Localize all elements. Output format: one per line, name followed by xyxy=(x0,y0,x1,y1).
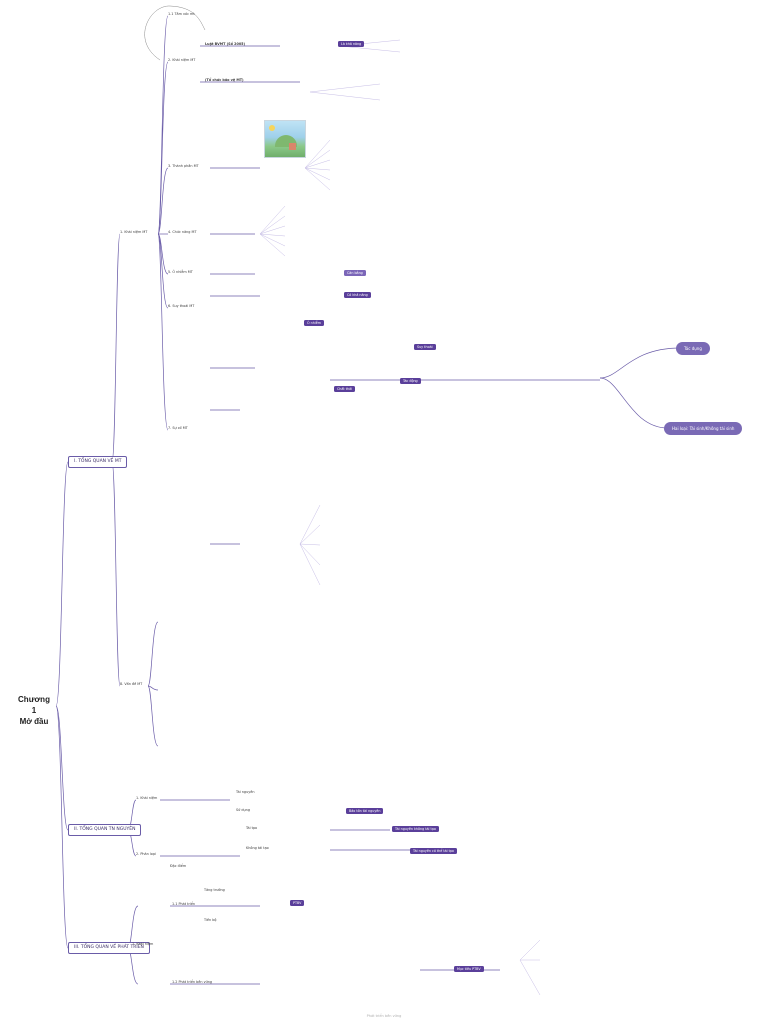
node-o-nhiem[interactable]: 5. Ô nhiễm MT xyxy=(168,270,193,274)
pill-chat-thai[interactable]: Chất thải xyxy=(334,386,356,393)
pill-tac-dong[interactable]: Tác động xyxy=(400,378,421,385)
node-tn-dac-diem[interactable]: Đặc điểm xyxy=(170,864,187,868)
node-tn-khai-niem[interactable]: 1. Khái niệm xyxy=(136,796,158,800)
node-tn-tai-nguyen[interactable]: Tài nguyên xyxy=(236,790,255,794)
pill-co-kha-nang[interactable]: Có khả năng xyxy=(344,292,371,299)
root-topic[interactable]: Chương 1 Mở đầu xyxy=(18,695,50,726)
node-suy-thoai[interactable]: 6. Suy thoái MT xyxy=(168,304,195,308)
node-van-de[interactable]: 8. Vấn đề MT xyxy=(120,682,143,686)
node-pt-tang-truong[interactable]: Tăng trưởng xyxy=(204,888,225,892)
node-pt-ben-vung[interactable]: 1.2 Phát triển bền vững xyxy=(172,980,213,984)
footer-note: Phát triển bền vững xyxy=(366,1014,402,1018)
branch-tong-quan-mt[interactable]: I. TỔNG QUAN VỀ MT xyxy=(68,456,128,468)
pill-o-nhiem[interactable]: Ô nhiễm xyxy=(304,320,324,327)
pill-ptbv[interactable]: PTBV xyxy=(290,900,305,907)
pill-muc-tieu-ptbv[interactable]: Mục tiêu PTBV xyxy=(454,966,484,973)
node-su-co[interactable]: 7. Sự cố MT xyxy=(168,426,188,430)
branch-tong-quan-phat-trien[interactable]: III. TỔNG QUAN VỀ PHÁT TRIỂN xyxy=(68,942,150,954)
node-tn-phan-loai[interactable]: 2. Phân loại xyxy=(136,852,156,856)
node-pt-tien-bo[interactable]: Tiến bộ xyxy=(204,918,217,922)
pill-can-bang[interactable]: Cân bằng xyxy=(344,270,366,277)
node-khai-niem-mt[interactable]: 1. Khái niệm MT xyxy=(120,230,148,234)
environment-illustration xyxy=(264,120,306,158)
pill-tn-co-the-tai-tao[interactable]: Tài nguyên có thể tái tạo xyxy=(410,848,457,855)
node-pt-khai-niem[interactable]: 1. Khái niệm xyxy=(132,942,154,946)
node-khai-niem[interactable]: 2. Khái niệm MT xyxy=(168,58,196,62)
house-shape xyxy=(289,143,296,150)
bubble-tac-dung[interactable]: Tác dụng xyxy=(676,342,710,355)
node-thanh-phan[interactable]: 3. Thành phần MT xyxy=(168,164,199,168)
pill-tn-khong-tai-tao[interactable]: Tài nguyên không tái tạo xyxy=(392,826,439,833)
pill-bao-ton[interactable]: Bảo tồn tài nguyên xyxy=(346,808,384,815)
node-tn-khong-tai-tao[interactable]: Không tái tạo xyxy=(246,846,269,850)
node-luat-bvmt[interactable]: Luật BVMT (Số 2005) xyxy=(205,42,246,46)
pill-kha-nang[interactable]: Là khả năng xyxy=(338,41,365,48)
pill-suy-thoai[interactable]: Suy thoái xyxy=(414,344,436,351)
node-tn-su-dung[interactable]: Sử dụng xyxy=(236,808,250,812)
bubble-hai-loai[interactable]: Hai loại: Tái sinh/Không tái sinh xyxy=(664,422,743,435)
node-tam-voc[interactable]: 1.1 Tầm vóc mt xyxy=(168,12,195,16)
node-pt-phat-trien[interactable]: 1.1 Phát triển xyxy=(172,902,196,906)
node-chuc-nang[interactable]: 4. Chức năng MT xyxy=(168,230,197,234)
branch-tong-quan-tn[interactable]: II. TỔNG QUAN TN NGUYÊN xyxy=(68,824,142,836)
node-to-chuc[interactable]: (Tổ chức bảo vệ MT) xyxy=(205,78,244,82)
sun-shape xyxy=(269,125,275,131)
node-tn-tai-tao[interactable]: Tái tạo xyxy=(246,826,258,830)
